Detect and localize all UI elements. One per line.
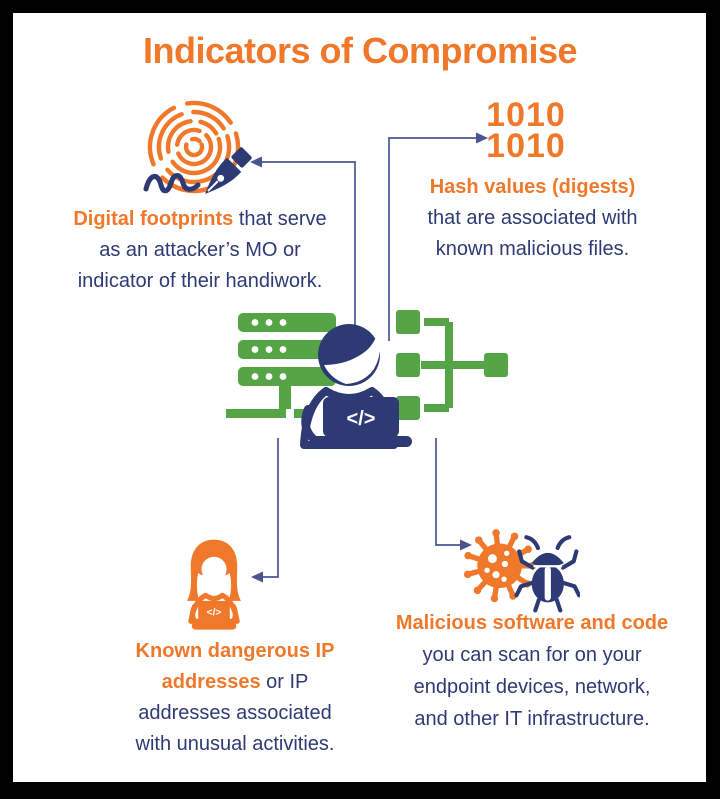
caption-highlight: Known dangerous IP [135,640,335,662]
virus-bug-icon [463,529,580,613]
caption-digital-footprints: Digital footprints that serve as an atta… [45,204,355,297]
analyst-person-icon: </> [300,324,412,449]
caption-ip-addresses: Known dangerous IP addresses or IP addre… [85,636,385,760]
binary-digits-icon: 1010 1010 [478,96,574,165]
arrowhead-top-left-icon [250,156,262,168]
server-stack-icon [226,313,336,418]
connector-arrow-bottom-right [435,438,462,546]
caption-line: endpoint devices, network, [413,676,651,698]
arrowhead-bottom-left-icon [251,571,263,583]
laptop-base [310,436,412,447]
infographic-title: Indicators of Compromise [142,30,578,71]
network-tree-icon [396,310,508,420]
connector-arrow-top-right [388,137,478,341]
caption-line: addresses or IP [85,667,385,698]
caption-hash-values: Hash values (digests) that are associate… [405,172,660,265]
binary-line: 1010 [486,127,566,165]
caption-highlight: Hash values (digests) [429,176,636,198]
caption-line: that are associated with [427,207,638,229]
caption-line: with unusual activities. [135,733,335,755]
connector-arrow-top-left [260,161,356,334]
bug-icon [514,535,580,613]
caption-line: you can scan for on your [422,644,642,666]
laptop-base [191,622,237,630]
caption-line: and other IT infrastructure. [414,708,650,730]
caption-line: addresses associated [138,702,332,724]
analyst-servers-illustration: </> [226,310,508,449]
fingerprint-pen-icon [143,100,252,194]
virus-icon [463,529,537,603]
laptop-screen [323,397,399,437]
binary-line: 1010 [486,96,566,134]
caption-line: known malicious files. [435,238,630,260]
woman-laptop-icon: </> [187,539,241,630]
connector-arrow-bottom-left [261,438,279,578]
caption-line: indicator of their handiwork. [77,270,323,292]
caption-line: as an attacker’s MO or [99,239,301,261]
caption-highlight: Malicious software and code [395,612,669,634]
arrowhead-bottom-right-icon [460,539,472,551]
caption-text: or IP [260,671,309,693]
caption-line: Digital footprints that serve [45,204,355,235]
caption-text: that serve [233,208,327,230]
laptop-code-glyph: </> [207,608,222,619]
laptop-code-glyph: </> [347,408,376,430]
caption-highlight: addresses [161,671,261,693]
arrowhead-top-right-icon [476,132,488,144]
caption-malware: Malicious software and code you can scan… [382,607,682,735]
caption-highlight: Digital footprints [73,208,234,230]
laptop-screen [198,600,230,623]
